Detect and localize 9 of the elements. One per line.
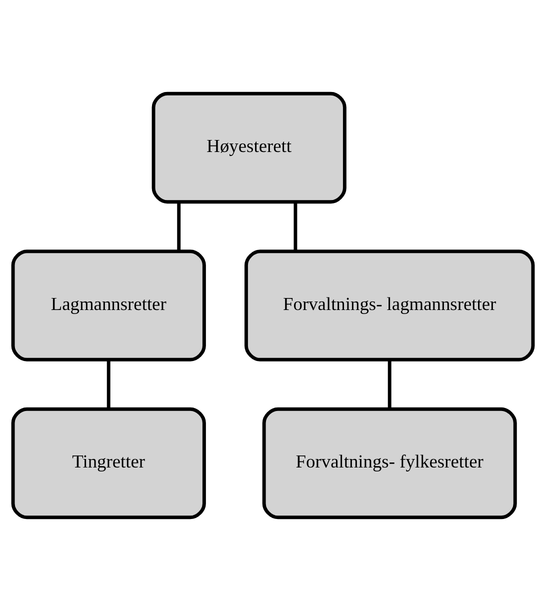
node-box: Høyesterett <box>152 91 346 204</box>
node-box: Tingretter <box>11 406 206 519</box>
connector <box>388 359 392 408</box>
node-box: Lagmannsretter <box>11 249 206 361</box>
node-box: Forvaltnings- fylkesretter <box>262 406 517 519</box>
connector <box>294 202 298 251</box>
connector <box>177 202 181 251</box>
node-box: Forvaltnings- lagmannsretter <box>244 249 535 361</box>
connector <box>106 359 110 408</box>
